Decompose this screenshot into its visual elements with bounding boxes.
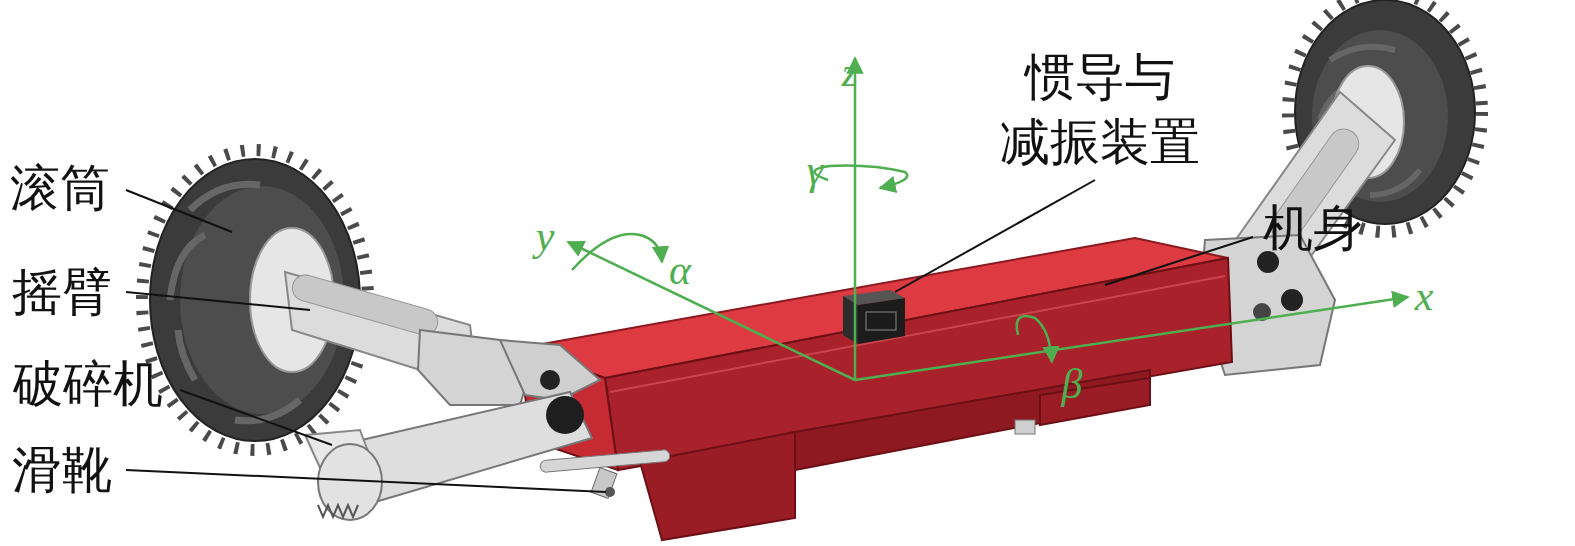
part-label: 破碎机 — [13, 354, 163, 414]
part-label: 机身 — [1263, 198, 1363, 258]
part-label: 滚筒 — [10, 158, 110, 218]
crusher — [305, 392, 592, 520]
part-label: 滑靴 — [12, 440, 112, 500]
angle-label: β — [1062, 359, 1083, 409]
leader-lines — [126, 180, 1253, 492]
part-label: 摇臂 — [12, 262, 112, 322]
machine-body — [520, 238, 1232, 540]
axis-label: y — [536, 211, 555, 261]
axis-label: x — [1415, 271, 1434, 321]
part-label: 惯导与 减振装置 — [993, 45, 1208, 175]
ins-device — [843, 290, 905, 344]
left-arm — [285, 272, 600, 405]
axes — [568, 58, 1408, 380]
angle-label: γ — [807, 145, 824, 195]
axis-label: z — [842, 47, 858, 97]
angle-label: α — [669, 245, 691, 295]
